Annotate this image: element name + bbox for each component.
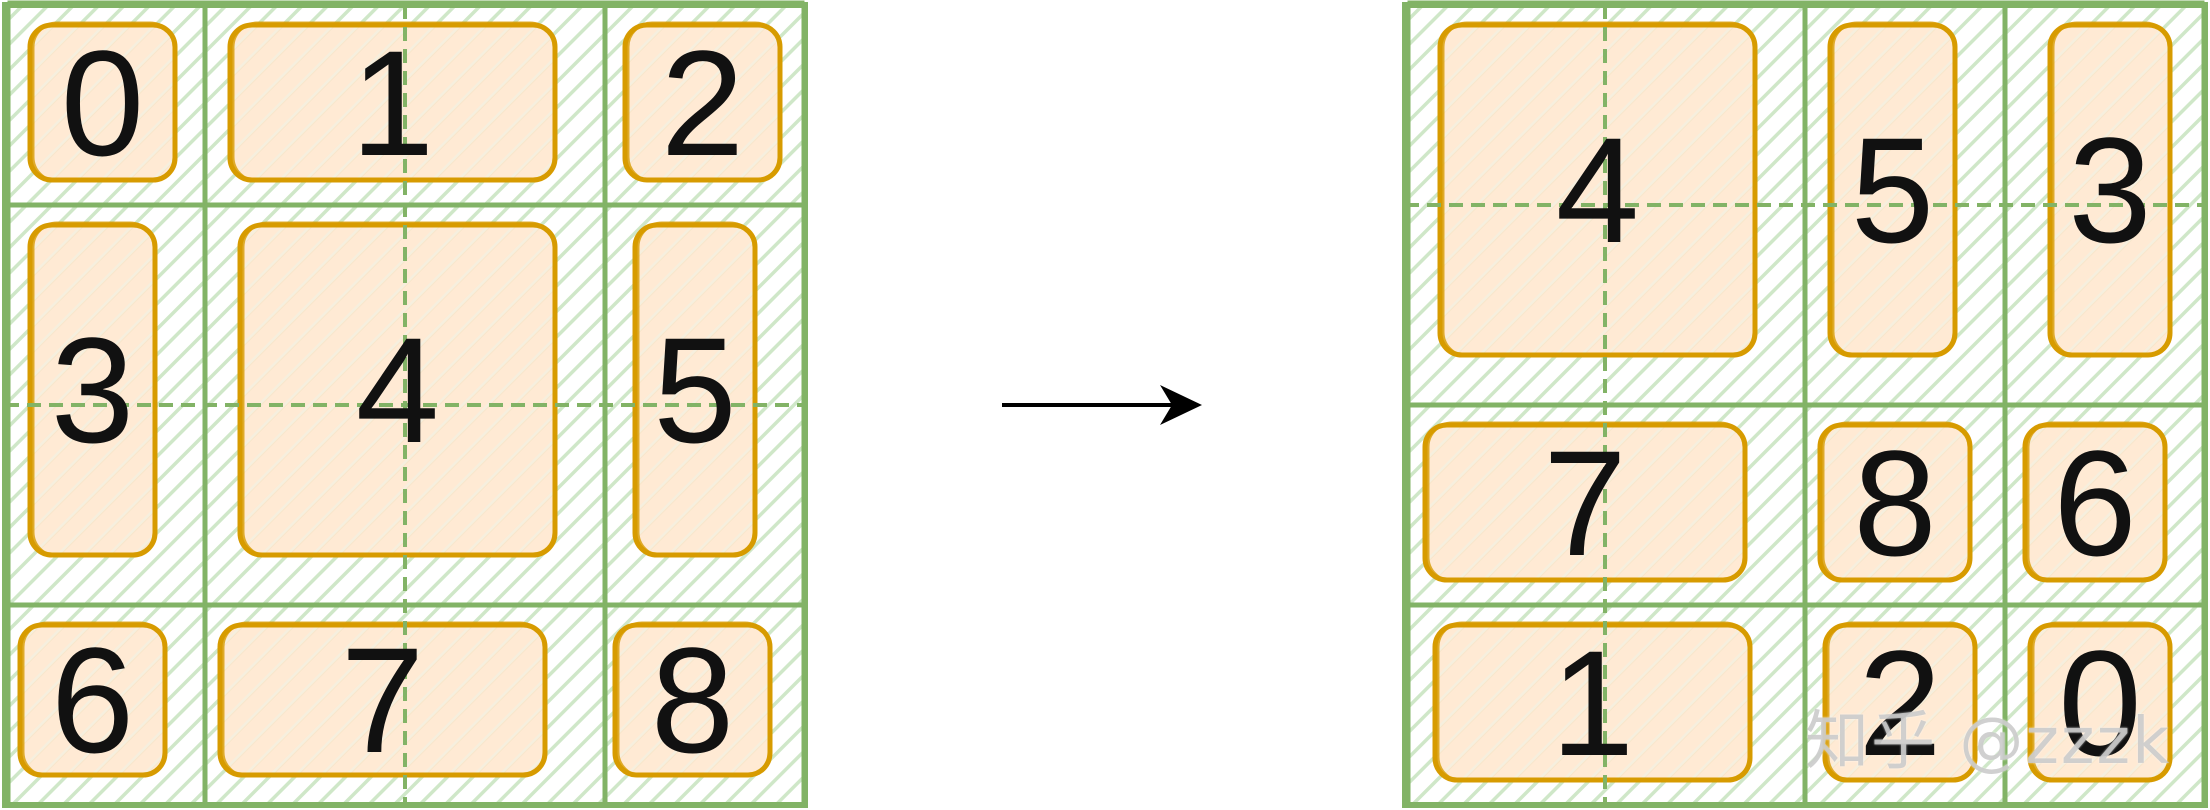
left-cell-label: 0: [60, 18, 145, 187]
left-cell-4: 4: [240, 225, 555, 555]
right-cell-label: 6: [2053, 418, 2137, 587]
block-sketch-stroke: [31, 221, 156, 558]
left-grid: [2, 0, 808, 808]
block-sketch-stroke: [221, 621, 546, 778]
left-cell-0: 0: [30, 25, 175, 180]
block-sketch-stroke: [2026, 421, 2166, 583]
left-cell-7: 7: [220, 625, 545, 775]
grid-border-sketch: [1407, 0, 2205, 808]
block-sketch-stroke: [1426, 421, 1746, 583]
block-sketch-stroke: [1831, 21, 1956, 358]
right-cell-label: 7: [1543, 418, 1627, 587]
left-cell-3: 3: [30, 225, 155, 555]
right-cell-label: 2: [1858, 618, 1942, 787]
block-sketch-stroke: [636, 221, 756, 558]
right-cell-2: 2: [1825, 625, 1975, 780]
block-sketch-stroke: [231, 21, 556, 183]
right-cell-4: 4: [1440, 25, 1755, 355]
watermark: 知乎 @zzzk: [1805, 705, 2172, 779]
right-cell-3: 3: [2050, 25, 2170, 355]
left-cell-label: 5: [653, 306, 737, 474]
left-cell-label: 3: [50, 306, 135, 474]
left-cell-label: 1: [350, 18, 435, 187]
left-cell-label: 7: [340, 616, 425, 784]
right-cell-label: 0: [2058, 618, 2142, 787]
block-sketch-stroke: [2031, 621, 2171, 783]
block-sketch-stroke: [21, 621, 166, 778]
block-sketch-stroke: [241, 221, 556, 558]
left-cell-8: 8: [615, 625, 770, 775]
right-cell-label: 4: [1555, 106, 1640, 274]
right-cell-label: 8: [1853, 418, 1937, 587]
left-cell-label: 2: [660, 18, 745, 187]
left-cell-2: 2: [625, 25, 780, 180]
right-cell-label: 5: [1850, 106, 1935, 274]
left-cell-label: 8: [650, 616, 735, 784]
right-cell-8: 8: [1820, 425, 1970, 580]
left-cell-6: 6: [20, 625, 165, 775]
block-sketch-stroke: [1826, 621, 1976, 783]
block-sketch-stroke: [616, 621, 771, 778]
right-cell-label: 3: [2068, 106, 2152, 274]
block-sketch-stroke: [1436, 621, 1751, 783]
block-sketch-stroke: [626, 21, 781, 183]
left-cell-1: 1: [230, 25, 555, 180]
left-cell-5: 5: [635, 225, 755, 555]
left-cell-label: 4: [355, 306, 440, 474]
right-cell-0: 0: [2030, 625, 2170, 780]
right-cell-7: 7: [1425, 425, 1745, 580]
left-cell-label: 6: [50, 616, 135, 784]
block-sketch-stroke: [31, 21, 176, 183]
right-grid: [1402, 0, 2208, 808]
right-cell-1: 1: [1435, 625, 1750, 780]
block-sketch-stroke: [2051, 21, 2171, 358]
block-sketch-stroke: [1821, 421, 1971, 583]
right-cell-5: 5: [1830, 25, 1955, 355]
right-cell-label: 1: [1550, 618, 1635, 787]
block-sketch-stroke: [1441, 21, 1756, 358]
right-arrow-icon: [1002, 385, 1202, 425]
right-cell-6: 6: [2025, 425, 2165, 580]
